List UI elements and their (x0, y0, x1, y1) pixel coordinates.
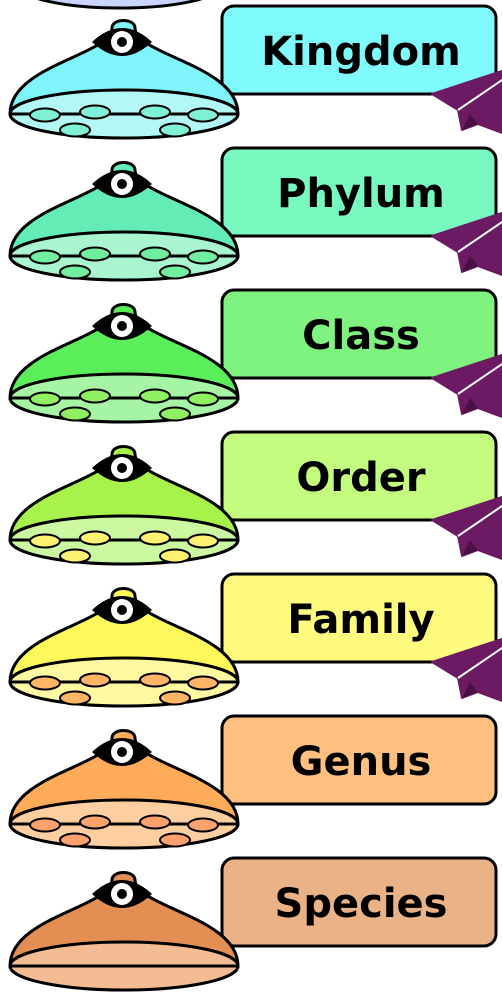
rim-dot (139, 672, 171, 688)
rank-label: Order (296, 455, 425, 501)
rim-dot (59, 264, 91, 280)
level-species: Species (8, 856, 498, 992)
eye-icon (92, 738, 152, 766)
rim-dot (29, 107, 61, 123)
rank-label-box (220, 856, 498, 948)
bell-dome (8, 303, 240, 400)
rim-dot (187, 675, 219, 691)
paper-plane-icon (431, 495, 502, 560)
rim-dot (159, 832, 191, 848)
rank-label-box (220, 146, 498, 238)
rim-dot (59, 690, 91, 706)
eye-icon (92, 170, 152, 198)
rim-dot (29, 249, 61, 265)
paper-plane-icon (431, 211, 502, 276)
bell-dome (8, 587, 240, 684)
top-bulb-partial (37, 0, 203, 10)
rank-label-box (220, 288, 498, 380)
level-genus: Genus (8, 714, 498, 850)
level-kingdom: Kingdom (8, 4, 502, 140)
rank-label: Species (275, 881, 448, 927)
rim-dot (159, 264, 191, 280)
rim-dot (29, 817, 61, 833)
rim-dot (79, 104, 111, 120)
rim-dot (159, 406, 191, 422)
eye-icon (92, 312, 152, 340)
rim-dot (139, 246, 171, 262)
rim-dot (187, 817, 219, 833)
bell-dome (8, 161, 240, 258)
rim-dot (139, 530, 171, 546)
rank-label: Kingdom (261, 29, 461, 75)
eye-icon (92, 28, 152, 56)
level-phylum: Phylum (8, 146, 502, 282)
rank-label: Class (302, 313, 420, 359)
rim-dot (59, 548, 91, 564)
rank-label: Phylum (277, 171, 445, 217)
rank-label: Genus (291, 739, 432, 785)
rim-dot (79, 814, 111, 830)
rim-dot (139, 814, 171, 830)
rim-dot (187, 249, 219, 265)
rim-dot (187, 391, 219, 407)
level-order: Order (8, 430, 502, 566)
paper-plane-icon (431, 69, 502, 134)
bell-dome (8, 729, 240, 826)
rim-dot (79, 672, 111, 688)
rim-dot (187, 107, 219, 123)
rank-label-box (220, 714, 498, 806)
rank-label-box (220, 572, 498, 664)
eye-icon (92, 454, 152, 482)
bell-dome (8, 19, 240, 116)
eye-icon (92, 596, 152, 624)
rank-label: Family (287, 597, 434, 643)
paper-plane-icon (431, 637, 502, 702)
level-class: Class (8, 288, 502, 424)
rim-dot (159, 122, 191, 138)
rim-dot (139, 104, 171, 120)
rim-dot (79, 388, 111, 404)
paper-plane-icon (431, 353, 502, 418)
rim-dot (159, 548, 191, 564)
rim-dot (29, 391, 61, 407)
eye-icon (92, 880, 152, 908)
rim-dot (79, 246, 111, 262)
rim-dot (59, 406, 91, 422)
rim-dot (59, 832, 91, 848)
rim-dot (159, 690, 191, 706)
rim-dot (29, 675, 61, 691)
rim-dot (59, 122, 91, 138)
bell-dome (8, 871, 240, 968)
rim-dot (79, 530, 111, 546)
bell-dome (8, 445, 240, 542)
rim-dot (139, 388, 171, 404)
rank-label-box (220, 430, 498, 522)
rim-dot (29, 533, 61, 549)
level-family: Family (8, 572, 502, 708)
rank-label-box (220, 4, 498, 96)
rim-dot (187, 533, 219, 549)
